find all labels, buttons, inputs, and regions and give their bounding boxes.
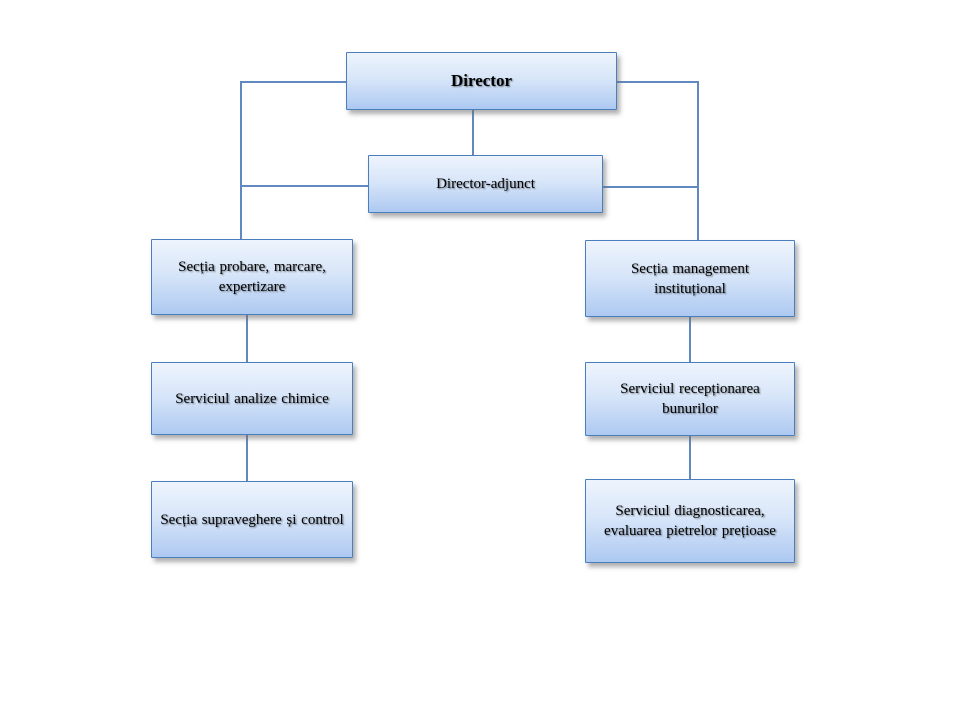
connector-right-branch-vertical bbox=[697, 81, 699, 241]
node-sectia-supraveghere: Secția supraveghere și control bbox=[151, 481, 353, 558]
node-director: Director bbox=[346, 52, 617, 110]
connector-left-1-2 bbox=[246, 435, 248, 481]
connector-left-branch-vertical bbox=[240, 81, 242, 240]
node-serviciul-receptionarea-label: Serviciul recepționarea bunurilor bbox=[620, 381, 760, 417]
node-sectia-probare-label: Secția probare, marcare, expertizare bbox=[178, 259, 326, 295]
connector-adjunct-left bbox=[240, 185, 369, 187]
node-sectia-management-label: Secția management instituțional bbox=[630, 260, 750, 297]
node-serviciul-receptionarea: Serviciul recepționarea bunurilor bbox=[585, 362, 795, 436]
node-sectia-probare: Secția probare, marcare, expertizare bbox=[151, 239, 353, 315]
connector-left-0-1 bbox=[246, 315, 248, 362]
connector-adjunct-right bbox=[602, 186, 698, 188]
connector-director-to-adjunct bbox=[472, 110, 474, 156]
node-serviciul-analize: Serviciul analize chimice bbox=[151, 362, 353, 435]
node-serviciul-analize-label: Serviciul analize chimice bbox=[175, 390, 329, 407]
node-serviciul-diagnosticarea-label: Serviciul diagnosticarea, evaluarea piet… bbox=[604, 503, 776, 539]
connector-right-0-1 bbox=[689, 317, 691, 362]
node-director-label: Director bbox=[450, 71, 513, 90]
node-sectia-management: Secția management instituțional bbox=[585, 240, 795, 317]
node-serviciul-diagnosticarea: Serviciul diagnosticarea, evaluarea piet… bbox=[585, 479, 795, 563]
node-director-adjunct: Director-adjunct bbox=[368, 155, 603, 213]
connector-left-branch-top bbox=[240, 81, 347, 83]
connector-right-1-2 bbox=[689, 436, 691, 479]
node-sectia-supraveghere-label: Secția supraveghere și control bbox=[160, 511, 344, 528]
connector-right-branch-top bbox=[616, 81, 698, 83]
node-director-adjunct-label: Director-adjunct bbox=[436, 176, 535, 192]
